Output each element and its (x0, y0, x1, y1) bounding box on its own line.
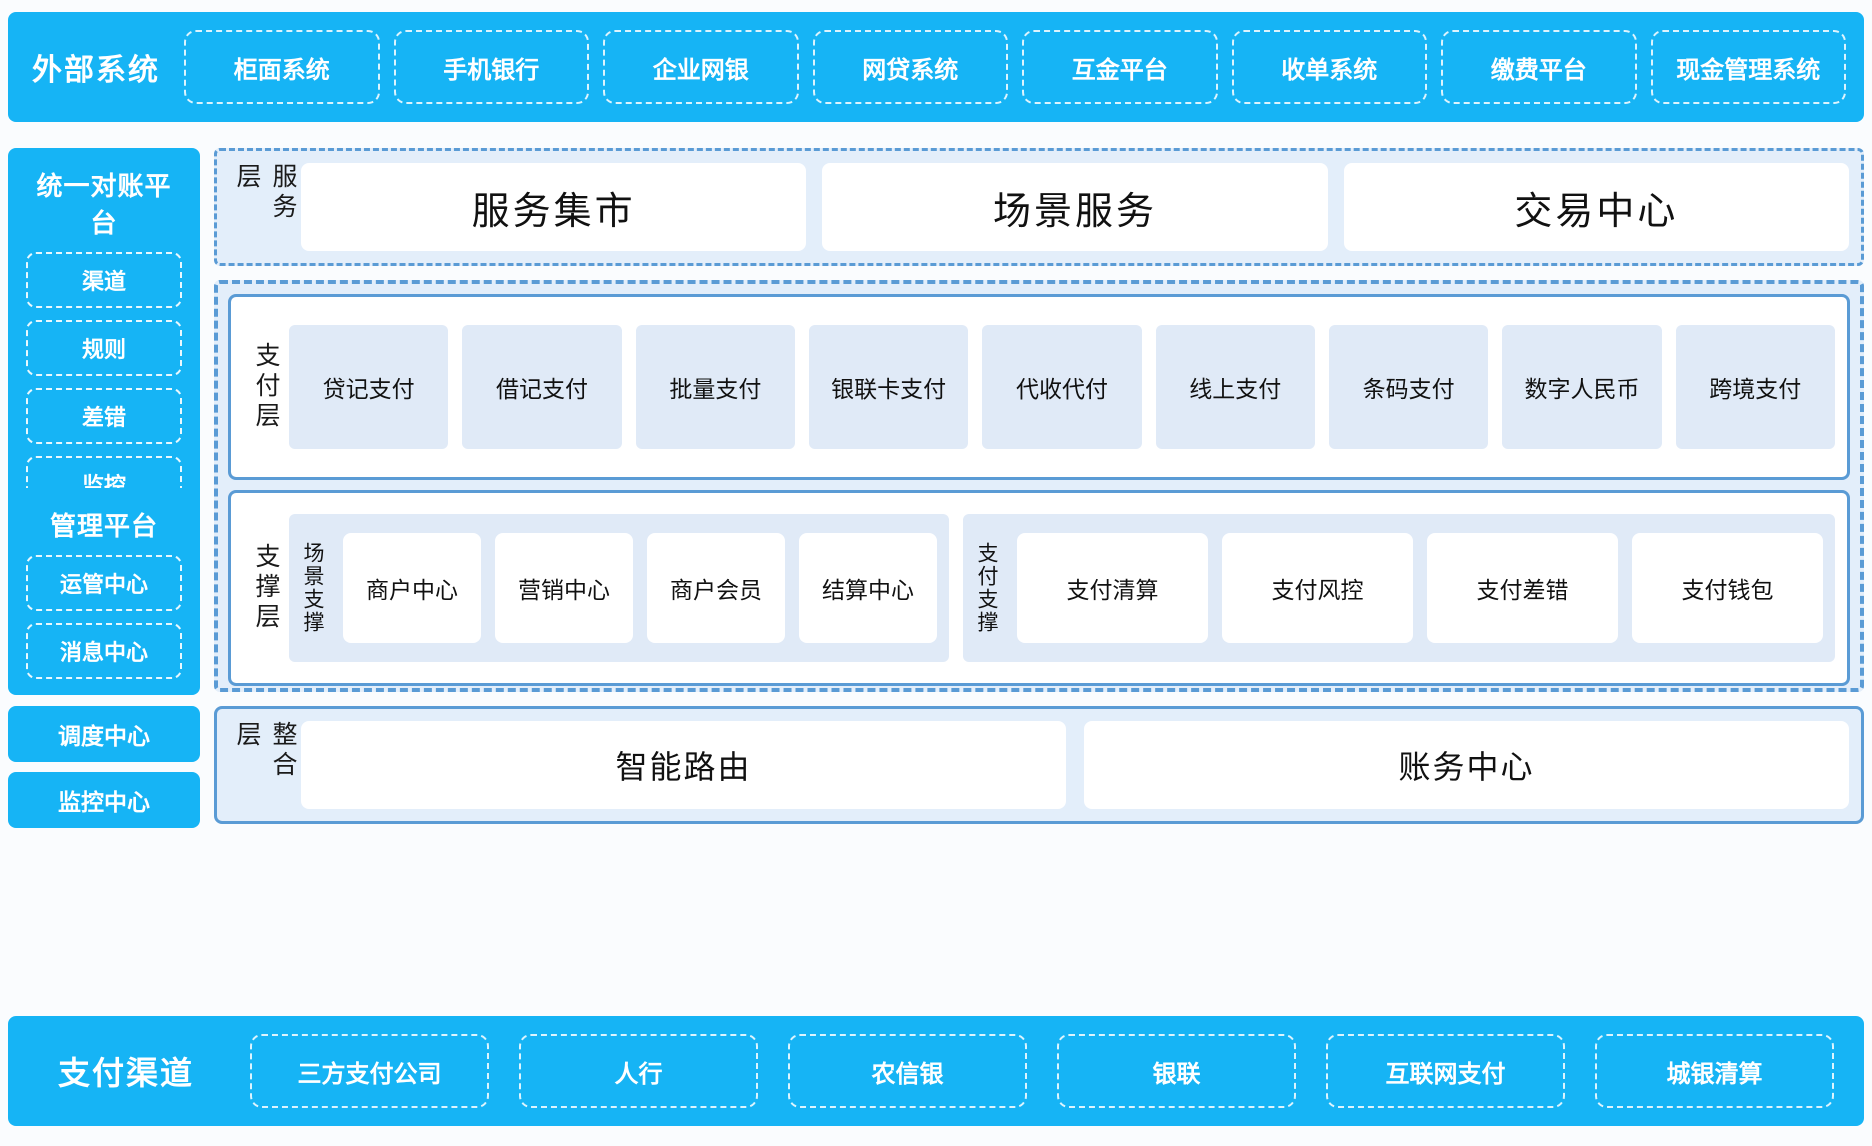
pay-card[interactable]: 批量支付 (635, 325, 795, 449)
pay-card[interactable]: 线上支付 (1155, 325, 1315, 449)
core-platform-container: 支付层 贷记支付 借记支付 批量支付 银联卡支付 代收代付 线上支付 条码支付 … (214, 280, 1864, 692)
scene-support-group: 场景支撑 商户中心 营销中心 商户会员 结算中心 (289, 514, 949, 662)
support-card[interactable]: 支付差错 (1427, 533, 1618, 643)
support-card[interactable]: 营销中心 (495, 533, 633, 643)
external-system-item[interactable]: 互金平台 (1022, 30, 1218, 104)
payment-channel-item[interactable]: 城银清算 (1595, 1034, 1834, 1108)
service-card[interactable]: 交易中心 (1343, 163, 1849, 251)
payment-channel-item[interactable]: 农信银 (788, 1034, 1027, 1108)
mgmt-platform-title: 管理平台 (49, 511, 158, 541)
payment-channels-items: 三方支付公司 人行 农信银 银联 互联网支付 城银清算 (250, 1016, 1846, 1126)
integration-card[interactable]: 智能路由 (301, 721, 1066, 809)
support-card[interactable]: 商户中心 (343, 533, 481, 643)
pay-card[interactable]: 银联卡支付 (808, 325, 969, 449)
payment-channel-item[interactable]: 互联网支付 (1326, 1034, 1565, 1108)
external-systems-items: 柜面系统 手机银行 企业网银 网贷系统 互金平台 收单系统 缴费平台 现金管理系… (184, 12, 1846, 122)
recon-platform-item[interactable]: 差错 (26, 388, 182, 444)
payment-channel-item[interactable]: 人行 (519, 1034, 758, 1108)
external-system-item[interactable]: 柜面系统 (184, 30, 380, 104)
scene-support-label: 场景支撑 (301, 542, 324, 634)
pay-card[interactable]: 条码支付 (1328, 325, 1489, 449)
pay-layer-cards: 贷记支付 借记支付 批量支付 银联卡支付 代收代付 线上支付 条码支付 数字人民… (289, 307, 1835, 467)
external-system-item[interactable]: 现金管理系统 (1650, 30, 1846, 104)
support-card[interactable]: 商户会员 (647, 533, 785, 643)
pay-card[interactable]: 数字人民币 (1502, 325, 1662, 449)
support-card[interactable]: 支付风控 (1222, 533, 1413, 643)
pay-card[interactable]: 跨境支付 (1675, 325, 1835, 449)
payment-channel-item[interactable]: 银联 (1057, 1034, 1296, 1108)
pay-card[interactable]: 贷记支付 (289, 325, 449, 449)
recon-platform-group: 统一对账平台 渠道 规则 差错 监控 (8, 148, 200, 528)
support-card[interactable]: 支付清算 (1017, 533, 1208, 643)
support-layer-groups: 场景支撑 商户中心 营销中心 商户会员 结算中心 支付支撑 支付清算 支付风控 … (289, 503, 1835, 673)
mgmt-platform-group: 管理平台 运管中心 消息中心 (8, 488, 200, 695)
recon-platform-item[interactable]: 规则 (26, 320, 182, 376)
external-system-item[interactable]: 手机银行 (393, 30, 589, 104)
pay-layer: 支付层 贷记支付 借记支付 批量支付 银联卡支付 代收代付 线上支付 条码支付 … (228, 294, 1850, 480)
external-system-item[interactable]: 网贷系统 (812, 30, 1008, 104)
support-layer: 支撑层 场景支撑 商户中心 营销中心 商户会员 结算中心 支付支撑 支付清算 支… (228, 490, 1850, 686)
service-layer: 服务层 服务集市 场景服务 交易中心 (214, 148, 1864, 266)
service-layer-cards: 服务集市 场景服务 交易中心 (301, 163, 1849, 251)
external-systems-band: 外部系统 柜面系统 手机银行 企业网银 网贷系统 互金平台 收单系统 缴费平台 … (8, 12, 1864, 122)
external-system-item[interactable]: 企业网银 (603, 30, 799, 104)
dispatch-center-box[interactable]: 调度中心 (8, 706, 200, 762)
recon-platform-title: 统一对账平台 (36, 171, 172, 238)
payment-channels-band: 支付渠道 三方支付公司 人行 农信银 银联 互联网支付 城银清算 (8, 1016, 1864, 1126)
mgmt-platform-item[interactable]: 运管中心 (26, 555, 182, 611)
mgmt-platform-item[interactable]: 消息中心 (26, 623, 182, 679)
support-layer-label: 支撑层 (252, 543, 280, 633)
service-card[interactable]: 服务集市 (301, 163, 807, 251)
integration-layer-cards: 智能路由 账务中心 (301, 721, 1849, 809)
pay-card[interactable]: 借记支付 (462, 325, 622, 449)
pay-card[interactable]: 代收代付 (982, 325, 1142, 449)
integration-layer-label: 整合层 (233, 721, 297, 781)
integration-card[interactable]: 账务中心 (1084, 721, 1849, 809)
pay-layer-label: 支付层 (252, 342, 280, 432)
external-system-item[interactable]: 收单系统 (1231, 30, 1427, 104)
service-layer-label: 服务层 (233, 163, 297, 223)
monitor-center-box[interactable]: 监控中心 (8, 772, 200, 828)
external-system-item[interactable]: 缴费平台 (1441, 30, 1637, 104)
pay-support-label: 支付支撑 (975, 542, 998, 634)
recon-platform-item[interactable]: 渠道 (26, 252, 182, 308)
payment-channel-item[interactable]: 三方支付公司 (250, 1034, 489, 1108)
payment-channels-title: 支付渠道 (57, 1055, 194, 1091)
service-card[interactable]: 场景服务 (822, 163, 1328, 251)
integration-layer: 整合层 智能路由 账务中心 (214, 706, 1864, 824)
support-card[interactable]: 结算中心 (799, 533, 937, 643)
support-card[interactable]: 支付钱包 (1632, 533, 1823, 643)
pay-support-group: 支付支撑 支付清算 支付风控 支付差错 支付钱包 (963, 514, 1835, 662)
external-systems-title: 外部系统 (32, 54, 160, 87)
